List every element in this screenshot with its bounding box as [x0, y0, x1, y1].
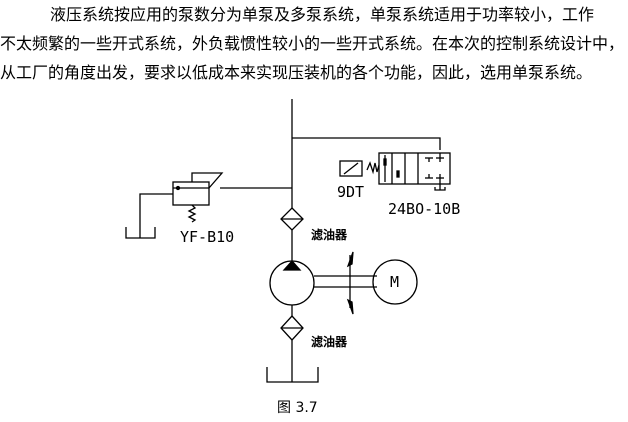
motor-label: M: [390, 273, 399, 291]
solenoid-label: 9DT: [337, 183, 364, 201]
relief-valve: [172, 172, 224, 223]
paragraph-line-2: 不太频繁的一些开式系统，外负载惯性较小的一些开式系统。在本次的控制系统设计中，: [0, 34, 625, 53]
motor: [372, 259, 418, 305]
filter-lower-label: 滤油器: [311, 334, 348, 349]
variable-arrow-head-down: [346, 298, 354, 315]
directional-valve: [378, 152, 451, 191]
paragraph-line-3: 从工厂的角度出发，要求以低成本来实现压装机的各个功能，因此，选用单泵系统。: [0, 63, 593, 82]
figure-caption: 图 3.7: [277, 400, 318, 416]
variable-arrow-head-up: [346, 251, 354, 268]
relief-return-line: [139, 193, 173, 238]
filter-upper-label: 滤油器: [311, 227, 348, 242]
tank-bottom: [266, 367, 319, 383]
valve-supply-line: [292, 137, 441, 150]
solenoid-9dt: [339, 160, 363, 177]
relief-valve-label: YF-B10: [180, 228, 234, 246]
directional-valve-label: 24BO-10B: [388, 200, 460, 218]
filter-upper: [280, 207, 304, 231]
valve-spring: [366, 161, 380, 175]
paragraph-line-1: 液压系统按应用的泵数分为单泵及多泵系统，单泵系统适用于功率较小，工作: [50, 5, 595, 24]
pump-flow-triangle: [282, 260, 302, 271]
tank-left: [125, 227, 156, 239]
filter-lower: [280, 315, 304, 341]
